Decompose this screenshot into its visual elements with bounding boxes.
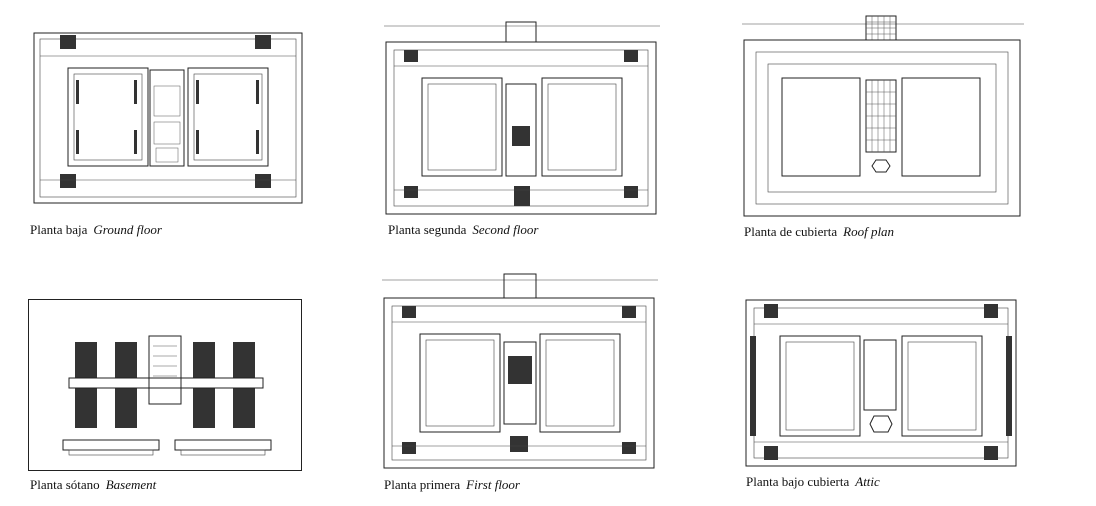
ground-floor-drawing — [33, 32, 303, 204]
plan-ground-floor — [30, 30, 306, 206]
caption-en: First floor — [466, 477, 520, 492]
caption-ground-floor: Planta baja Ground floor — [30, 222, 162, 238]
roof-plan-drawing — [742, 15, 1024, 217]
caption-basement: Planta sótano Basement — [30, 477, 156, 493]
caption-es: Planta de cubierta — [744, 224, 838, 239]
caption-es: Planta sótano — [30, 477, 100, 492]
caption-en: Ground floor — [93, 222, 162, 237]
caption-es: Planta primera — [384, 477, 461, 492]
caption-en: Basement — [105, 477, 157, 492]
caption-en: Second floor — [472, 222, 539, 237]
basement-drawing — [62, 335, 272, 456]
first-floor-drawing — [382, 273, 658, 469]
attic-drawing — [745, 299, 1017, 467]
caption-attic: Planta bajo cubierta Attic — [746, 474, 880, 490]
caption-es: Planta segunda — [388, 222, 467, 237]
plan-basement — [28, 299, 302, 471]
caption-en: Attic — [855, 474, 880, 489]
caption-es: Planta baja — [30, 222, 88, 237]
plan-attic — [744, 296, 1020, 470]
caption-second-floor: Planta segunda Second floor — [388, 222, 538, 238]
plan-roof — [742, 14, 1024, 220]
caption-first-floor: Planta primera First floor — [384, 477, 520, 493]
caption-roof-plan: Planta de cubierta Roof plan — [744, 224, 894, 240]
second-floor-drawing — [384, 21, 660, 215]
plan-first-floor — [382, 272, 658, 472]
ground-stairs — [153, 85, 181, 163]
caption-es: Planta bajo cubierta — [746, 474, 850, 489]
plan-second-floor — [384, 20, 660, 218]
caption-en: Roof plan — [843, 224, 895, 239]
